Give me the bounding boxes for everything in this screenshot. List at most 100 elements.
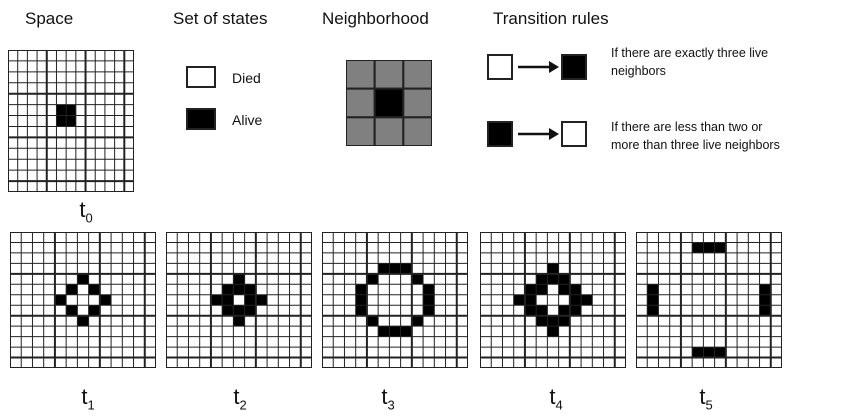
alive-cell (244, 305, 256, 316)
alive-cell (77, 315, 89, 327)
alive-cell (581, 294, 593, 306)
died-state-swatch (186, 66, 216, 88)
alive-cell (513, 294, 525, 306)
alive-cell (233, 284, 245, 295)
header-set-of-states: Set of states (173, 9, 268, 28)
alive-cell (400, 263, 412, 274)
alive-cell (66, 284, 78, 295)
alive-cell (366, 273, 379, 285)
rule-birth-text: If there are exactly three live neighbor… (611, 46, 769, 78)
alive-state-swatch (186, 108, 216, 130)
time-label-t0: t0 (79, 197, 93, 226)
alive-cell (56, 104, 67, 116)
neighborhood-neighbor-cell (373, 60, 405, 90)
alive-cell (423, 284, 435, 295)
alive-cell (233, 305, 245, 316)
alive-cell (524, 294, 537, 306)
alive-cell (366, 315, 379, 327)
alive-cell (99, 294, 112, 306)
grid-background (322, 232, 468, 368)
evolution-grid-t5 (636, 232, 782, 368)
alive-cell (547, 326, 559, 337)
alive-cell (66, 305, 78, 316)
alive-cell (56, 115, 67, 127)
rule-birth-from-dead-cell (487, 54, 513, 80)
alive-cell (547, 273, 559, 285)
alive-cell (66, 115, 76, 127)
alive-cell (244, 284, 256, 295)
header-space: Space (25, 9, 74, 28)
alive-cell (703, 347, 715, 358)
alive-cell (547, 263, 559, 274)
alive-cell (389, 263, 401, 274)
alive-cell (423, 294, 435, 306)
grid-background (10, 232, 156, 368)
alive-cell (536, 273, 548, 285)
alive-cell (389, 326, 401, 337)
alive-cell (692, 242, 704, 253)
alive-cell (244, 294, 256, 306)
header-neighborhood: Neighborhood (322, 9, 429, 28)
died-state-label: Died (232, 70, 261, 86)
alive-cell (378, 263, 390, 274)
alive-cell (569, 294, 582, 306)
alive-cell (569, 305, 582, 316)
alive-cell (88, 305, 100, 316)
time-label-t2: t2 (233, 384, 247, 413)
alive-cell (547, 315, 559, 327)
rule-death-from-alive-cell (487, 121, 513, 147)
alive-cell (255, 294, 268, 306)
grid-background (166, 232, 312, 368)
header-transition-rules: Transition rules (493, 9, 609, 28)
alive-cell (536, 315, 548, 327)
alive-cell (536, 284, 548, 295)
neighborhood-neighbor-cell (346, 87, 376, 119)
alive-cell (714, 242, 726, 253)
time-label-t1: t1 (81, 384, 95, 413)
neighborhood-neighbor-cell (402, 60, 432, 90)
alive-cell (759, 284, 771, 295)
alive-cell (54, 294, 67, 306)
alive-cell (222, 305, 234, 316)
neighborhood-center-cell (373, 87, 405, 119)
time-label-t3: t3 (381, 384, 395, 413)
alive-cell (558, 315, 570, 327)
alive-cell (355, 294, 367, 306)
evolution-grid-t1 (10, 232, 156, 368)
alive-cell (222, 294, 234, 306)
alive-cell (524, 284, 537, 295)
alive-cell (378, 326, 390, 337)
neighborhood-neighbor-cell (373, 116, 405, 146)
alive-cell (233, 315, 245, 327)
alive-cell (77, 273, 89, 285)
alive-cell (558, 273, 570, 285)
alive-cell (647, 294, 659, 306)
time-label-t4: t4 (549, 384, 563, 413)
neighborhood-neighbor-cell (402, 87, 432, 119)
rule-death-text: If there are less than two or more than … (611, 120, 780, 152)
alive-cell (400, 326, 412, 337)
evolution-grid-t3 (322, 232, 468, 368)
alive-cell (233, 273, 245, 285)
space-grid-t0 (8, 50, 134, 192)
alive-cell (692, 347, 704, 358)
alive-state-label: Alive (232, 112, 263, 128)
alive-cell (647, 305, 659, 316)
alive-cell (569, 284, 582, 295)
alive-cell (411, 273, 424, 285)
rule-birth-arrow-icon (518, 61, 559, 73)
alive-cell (714, 347, 726, 358)
alive-cell (66, 104, 76, 116)
grid-background (636, 232, 782, 368)
time-label-t5: t5 (699, 384, 713, 413)
rule-death-arrow-icon (518, 128, 559, 140)
neighborhood-neighbor-cell (402, 116, 432, 146)
alive-cell (524, 305, 537, 316)
grid-background (480, 232, 626, 368)
alive-cell (536, 305, 548, 316)
alive-cell (222, 284, 234, 295)
alive-cell (759, 294, 771, 306)
alive-cell (703, 242, 715, 253)
alive-cell (759, 305, 771, 316)
